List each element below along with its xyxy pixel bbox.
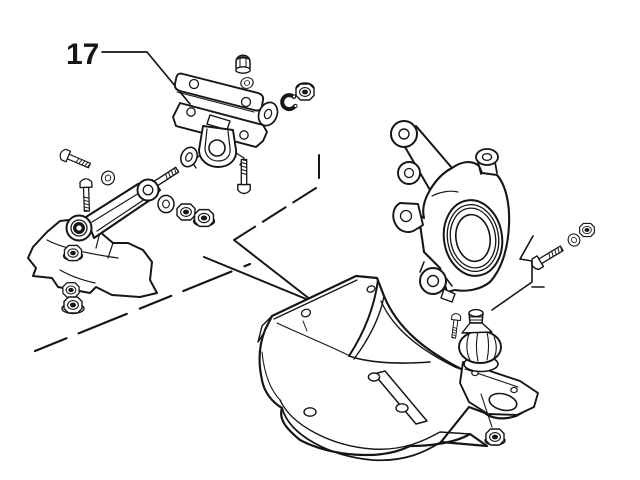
arm-nut [176,203,196,221]
flange-hole [300,308,312,318]
base-hole [303,407,317,417]
callout-label: 17 [66,38,99,71]
base-hole [367,372,381,382]
pinch-bolt-leader-line [491,235,545,311]
callout-17: 17 [66,38,191,105]
bushing-washer [157,194,175,214]
clamp-bolt [448,312,462,339]
dashed-partition-line [33,262,252,353]
stiffener-rib [373,370,428,425]
pinch-bolt [528,242,566,272]
steering-knuckle [390,120,511,303]
arm-washer [98,168,118,188]
ball-joint-body [458,330,502,364]
leader-line-a [233,239,312,301]
mounting-bracket-assembly [172,54,315,195]
lower-nut [62,282,80,298]
strut-bar-arm [57,147,216,242]
snap-ring [280,93,298,112]
arm-bolt-upper [57,147,93,172]
leader-lines [33,154,320,353]
lower-flange-nut [61,296,85,315]
leader-line-b [203,256,312,302]
ball-joint-nut [484,428,506,446]
base-hole [395,403,409,413]
bushing-ring [73,222,86,235]
pinch-bolt-set [491,222,595,311]
arm-flange-nut [192,208,216,228]
large-washer [257,101,279,127]
small-washer [239,75,255,91]
acorn-nut [235,54,251,74]
ball-joint [448,308,539,446]
pinch-bolt-nut [579,222,595,238]
lower-control-arm [257,274,536,462]
mount-casting [27,217,158,315]
stud-washer [179,146,199,168]
flange-hole [366,285,376,293]
hub-bore [442,199,504,277]
casting-flange-nut [62,244,84,262]
arm-bolt-lower [79,178,94,213]
bracket-nut [295,82,315,101]
leader-dashed-segment [233,187,317,241]
flange-slot [488,392,518,412]
pinch-bolt-washer [565,231,583,249]
nut-leader-line [480,393,493,428]
